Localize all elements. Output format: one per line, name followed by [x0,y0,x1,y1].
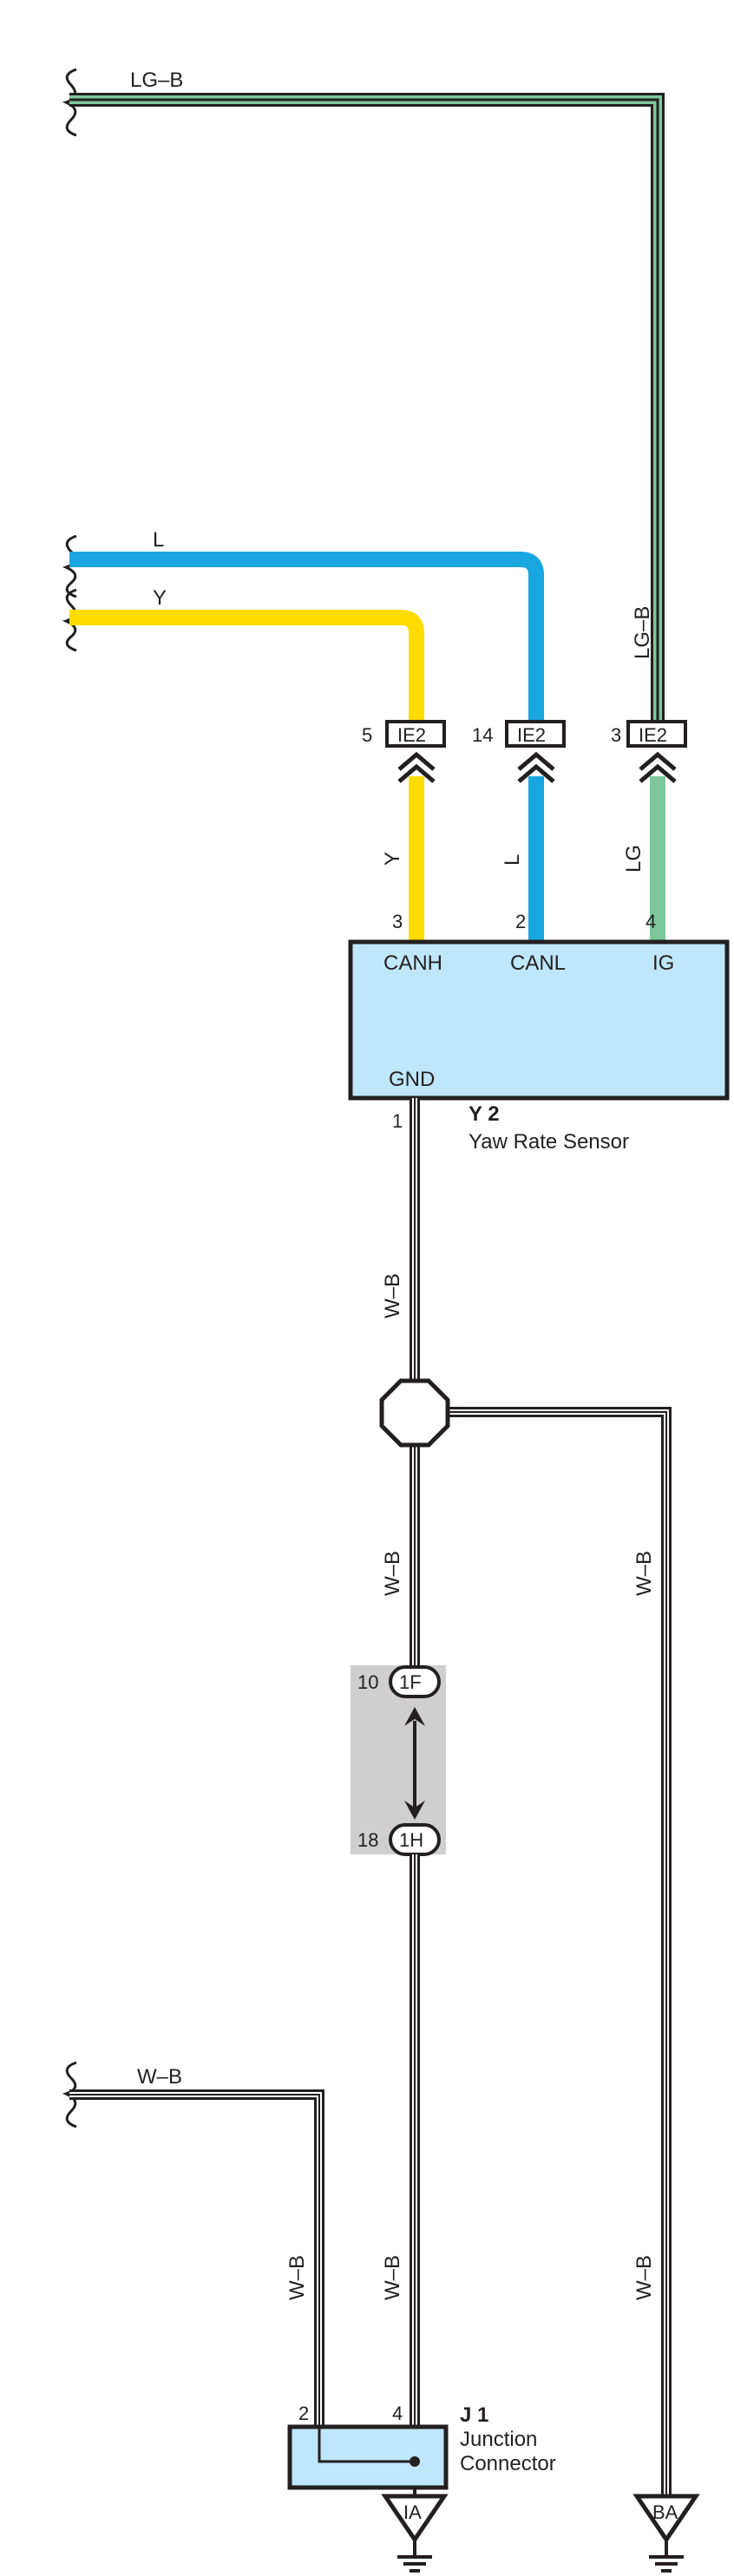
wire-label-lgb-top: LG–B [130,69,183,92]
connector-1f-name: 1F [399,1671,422,1693]
yaw-rate-sensor-box [348,939,730,1101]
wire-label-lg-vertical: LG [622,845,646,873]
sensor-pin-ig-label: IG [652,951,674,975]
connector-1h-pin: 18 [357,1829,378,1851]
wire-label-wb-right: W–B [632,1551,656,1596]
junction-node [410,2456,420,2467]
sensor-pin-canl-num: 2 [515,911,526,932]
wire-label-wb-upper: W–B [381,1273,404,1318]
splice-point [379,1378,450,1448]
junction-name-line1: Junction [460,2428,537,2451]
ie2-c-pin: 3 [611,724,621,746]
connector-ie2-14 [505,720,566,783]
sensor-pin-gnd-label: GND [389,1068,435,1091]
wire-label-lgb-vertical: LG–B [631,606,654,659]
break-symbol-wb [62,2061,77,2128]
wire-l [69,552,544,730]
sensor-pin-canh-label: CANH [383,951,442,975]
wire-label-wb-left-vertical: W–B [285,2255,309,2300]
connector-1f-pin: 10 [357,1671,378,1693]
junction-pin-left: 2 [298,2403,309,2424]
junction-pin-right: 4 [392,2403,403,2424]
sensor-name: Yaw Rate Sensor [469,1130,629,1154]
ie2-a-pin: 5 [362,724,372,746]
sensor-code: Y 2 [469,1102,500,1126]
sensor-pin-ig-num: 4 [646,911,656,932]
ie2-c-name: IE2 [639,724,667,746]
ground-ia-label: IA [403,2501,422,2523]
wire-label-wb-left-top: W–B [137,2065,182,2089]
sensor-pin-canh-num: 3 [392,911,403,932]
sensor-pin-gnd-num: 1 [392,1110,403,1132]
ie2-a-name: IE2 [397,724,426,746]
wire-break-symbols [62,68,77,2128]
wire-label-y-vertical: Y [381,852,404,866]
break-symbol-y [62,588,77,652]
wire-label-wb-lower-main: W–B [381,2255,404,2300]
ie2-b-name: IE2 [517,724,546,746]
wire-y [69,610,424,730]
wire-lgb [69,93,665,730]
junction-connector-box [287,2424,449,2490]
connector-1h [389,1801,441,1856]
ground-ba [632,2494,700,2573]
break-symbol-l [62,534,77,598]
sensor-pin-canl-label: CANL [510,951,566,975]
ground-ba-label: BA [652,2501,678,2523]
connector-ie2-3 [626,720,687,783]
connector-1h-name: 1H [399,1829,423,1851]
junction-code: J 1 [460,2403,488,2427]
ie2-b-pin: 14 [472,724,493,746]
wire-label-l: L [153,528,164,552]
wire-wb-right-branch [415,1407,672,2494]
wire-label-y: Y [153,586,167,610]
break-symbol-lgb [62,68,77,137]
wire-label-l-vertical: L [501,854,524,866]
wire-label-wb-right-lower: W–B [632,2255,656,2300]
connector-1f [389,1665,441,1726]
ground-ia [381,2488,449,2573]
junction-internal-wire [318,2427,415,2463]
wire-wb-left [69,2089,324,2427]
junction-name-line2: Connector [460,2452,556,2475]
wire-label-wb-mid: W–B [381,1551,404,1596]
connector-ie2-5 [385,720,446,783]
